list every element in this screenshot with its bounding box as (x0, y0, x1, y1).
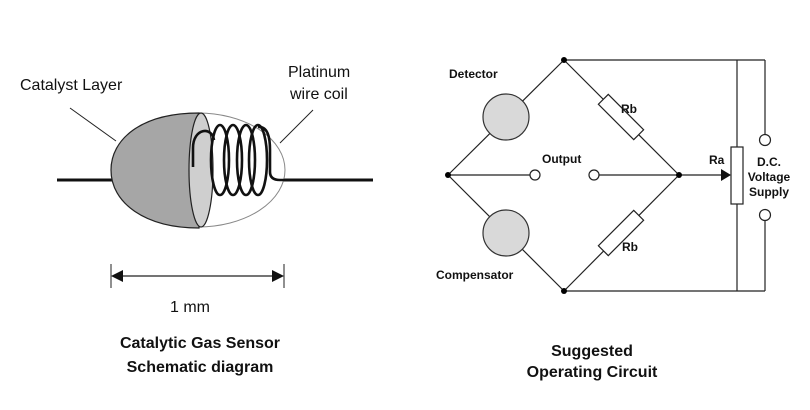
circuit-caption-line1: Suggested (551, 343, 633, 360)
junction-right (676, 172, 682, 178)
compensator-element (482, 209, 530, 257)
platinum-label-line2: wire coil (289, 86, 348, 103)
output-terminal-right[interactable] (588, 169, 600, 181)
platinum-coil (191, 123, 285, 197)
junction-left (445, 172, 451, 178)
platinum-leader-line (279, 109, 314, 144)
dimension-label: 1 mm (170, 299, 210, 316)
output-label: Output (542, 152, 581, 166)
operating-circuit: Detector Compensator Output Rb Rb Ra D.C… (436, 57, 791, 381)
detector-label: Detector (449, 67, 498, 81)
rb-top-label: Rb (621, 102, 637, 116)
output-terminal-left[interactable] (529, 169, 541, 181)
resistor-ra (730, 146, 744, 205)
wiper-arrowhead (721, 169, 731, 181)
supply-label-line1: D.C. (757, 155, 781, 169)
dimension-arrow (110, 264, 285, 288)
sensor-caption-line1: Catalytic Gas Sensor (120, 335, 280, 352)
catalyst-leader-line (69, 107, 117, 142)
detector-element (482, 93, 530, 141)
rb-bottom-label: Rb (622, 240, 638, 254)
bead-cut-face (188, 112, 214, 228)
resistor-rb-top (597, 93, 645, 141)
supply-terminal-bottom[interactable] (758, 208, 772, 222)
ra-label: Ra (709, 153, 725, 167)
junction-bottom (561, 288, 567, 294)
sensor-caption-line2: Schematic diagram (127, 359, 274, 376)
junction-top (561, 57, 567, 63)
catalyst-layer-label: Catalyst Layer (20, 77, 123, 94)
sensor-schematic: Catalyst Layer Platinum wire coil 1 mm C… (20, 64, 373, 376)
compensator-label: Compensator (436, 268, 514, 282)
circuit-caption-line2: Operating Circuit (527, 364, 658, 381)
supply-label-line2: Voltage (748, 170, 791, 184)
platinum-label-line1: Platinum (288, 64, 350, 81)
resistor-rb-bottom (597, 209, 645, 257)
supply-terminal-top[interactable] (758, 133, 772, 147)
catalyst-layer (110, 112, 200, 229)
supply-label-line3: Supply (749, 185, 789, 199)
